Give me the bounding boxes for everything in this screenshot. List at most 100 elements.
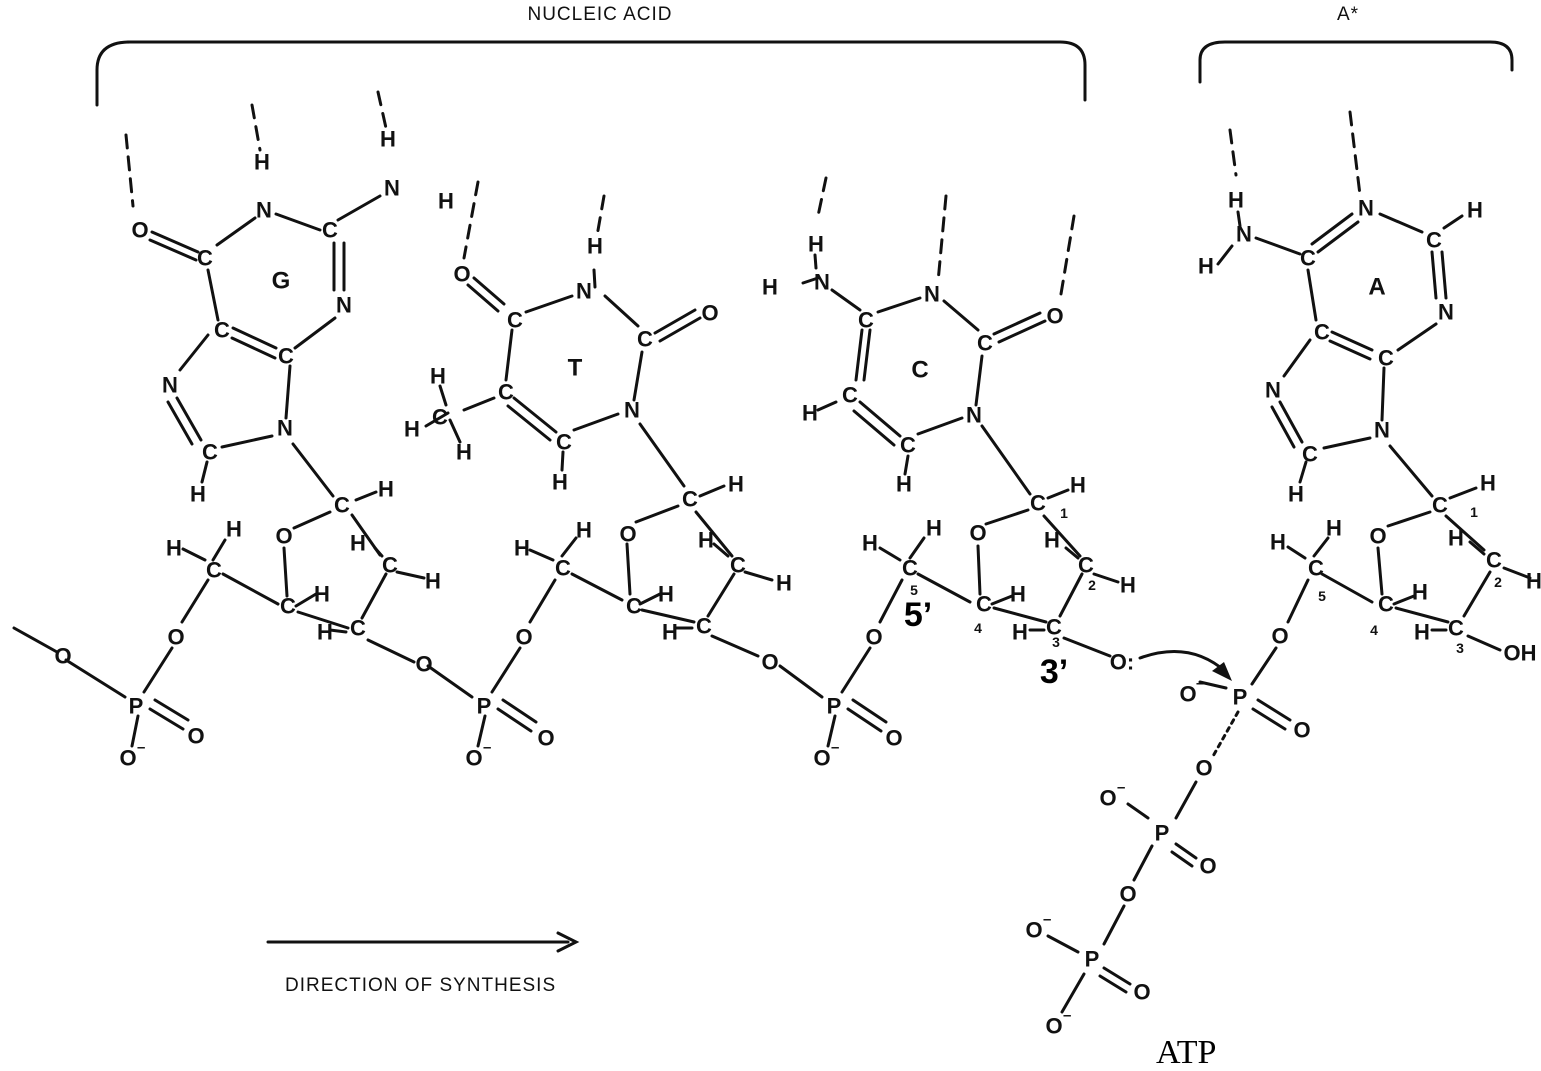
atom-label: – — [1063, 1007, 1071, 1024]
atom-label: O — [187, 724, 204, 749]
bond-line — [376, 90, 388, 130]
incoming-nucleotide-brace — [1198, 40, 1514, 84]
atom-label: C — [1378, 346, 1394, 371]
bond-line — [373, 546, 384, 558]
atom-label: C — [280, 594, 296, 619]
bond-line — [653, 308, 697, 335]
atom-label: H — [166, 536, 182, 561]
atom-label: H — [1467, 198, 1483, 223]
bond-line — [706, 572, 736, 618]
atom-label: O — [1119, 882, 1136, 907]
bond-line — [1322, 436, 1372, 450]
bond-line — [816, 176, 828, 218]
bond-line — [1132, 844, 1154, 882]
atom-label: C — [682, 487, 698, 512]
bond-line — [512, 396, 558, 434]
atom-label: H — [896, 472, 912, 497]
atom-label: 1 — [1060, 505, 1068, 521]
atom-label: P — [1085, 947, 1100, 972]
bond-line — [1396, 322, 1438, 352]
bond-line — [1312, 536, 1330, 558]
atom-label: O — [537, 726, 554, 751]
bond-line — [854, 328, 864, 382]
atom-label: P — [1155, 821, 1170, 846]
bond-line — [592, 268, 597, 289]
atom-label: O — [813, 746, 830, 771]
atom-label: H — [698, 528, 714, 553]
bond-line — [1328, 339, 1372, 361]
bond-line — [462, 180, 480, 260]
bond-line — [178, 333, 210, 372]
atom-label: O — [885, 726, 902, 751]
bond-line — [472, 276, 506, 306]
atom-label: C — [1046, 615, 1062, 640]
bond-line — [206, 268, 220, 322]
bond-line — [336, 194, 382, 222]
atom-label: O — [54, 644, 71, 669]
bond-line — [698, 484, 726, 498]
bond-line — [916, 416, 964, 436]
bond-line — [294, 592, 318, 608]
bond-line — [658, 316, 702, 343]
bond-line — [476, 714, 487, 748]
bond-line — [153, 698, 190, 722]
atom-label: O — [1179, 682, 1196, 707]
bond-line — [215, 216, 257, 247]
bond-line — [1254, 236, 1302, 256]
atom-label: H — [576, 518, 592, 543]
bond-line — [1442, 214, 1464, 230]
atom-label: H — [926, 516, 942, 541]
bond-line — [1376, 546, 1384, 596]
bond-line — [1250, 646, 1278, 686]
atom-label: H — [662, 620, 678, 645]
bond-line — [1236, 210, 1242, 228]
atom-label: C — [842, 383, 858, 408]
atom-label: H — [1270, 530, 1286, 555]
atom-label: N — [162, 373, 178, 398]
bond-line — [908, 536, 926, 560]
atom-label: C — [1078, 553, 1094, 578]
bond-line — [778, 664, 824, 699]
atom-label: P — [129, 694, 144, 719]
bond-line — [826, 714, 837, 748]
atom-label: 3 — [1456, 640, 1464, 656]
atom-label: O — [761, 650, 778, 675]
direction-of-synthesis-label: DIRECTION OF SYNTHESIS — [285, 975, 556, 996]
atom-label: H — [862, 531, 878, 556]
bond-line — [142, 646, 174, 694]
atom-label: C — [1030, 491, 1046, 516]
atom-label: C — [1302, 442, 1318, 467]
bond-line — [1444, 514, 1486, 552]
bond-line — [1278, 400, 1304, 444]
atom-label: H — [1070, 473, 1086, 498]
atom-label: N — [277, 416, 293, 441]
atom-label: C — [626, 594, 642, 619]
bond-line — [292, 510, 332, 530]
atom-label: H — [728, 472, 744, 497]
atom-label: P — [477, 694, 492, 719]
atom-label: C — [202, 440, 218, 465]
atom-label: H — [1012, 620, 1028, 645]
bond-line — [1126, 802, 1150, 820]
bond-line — [148, 238, 198, 262]
atom-label: C — [556, 430, 572, 455]
bond-line — [1298, 460, 1308, 484]
atom-label: H — [1198, 254, 1214, 279]
bond-line — [852, 409, 896, 447]
atom-label: C — [1426, 228, 1442, 253]
atom-label: H — [317, 620, 333, 645]
bond-line — [570, 572, 624, 602]
atom-label: O — [1046, 304, 1063, 329]
atom-label: O — [969, 521, 986, 546]
atom-label: H — [350, 531, 366, 556]
bond-line — [282, 546, 289, 598]
bond-line — [743, 570, 774, 582]
bond-line — [231, 326, 278, 350]
bond-line — [1102, 966, 1132, 986]
atom-label: O — [275, 524, 292, 549]
bond-line — [638, 422, 686, 488]
bond-line — [166, 400, 194, 446]
bond-line — [1060, 972, 1086, 1014]
atom-label: C — [1314, 320, 1330, 345]
bond-line — [1046, 488, 1070, 500]
